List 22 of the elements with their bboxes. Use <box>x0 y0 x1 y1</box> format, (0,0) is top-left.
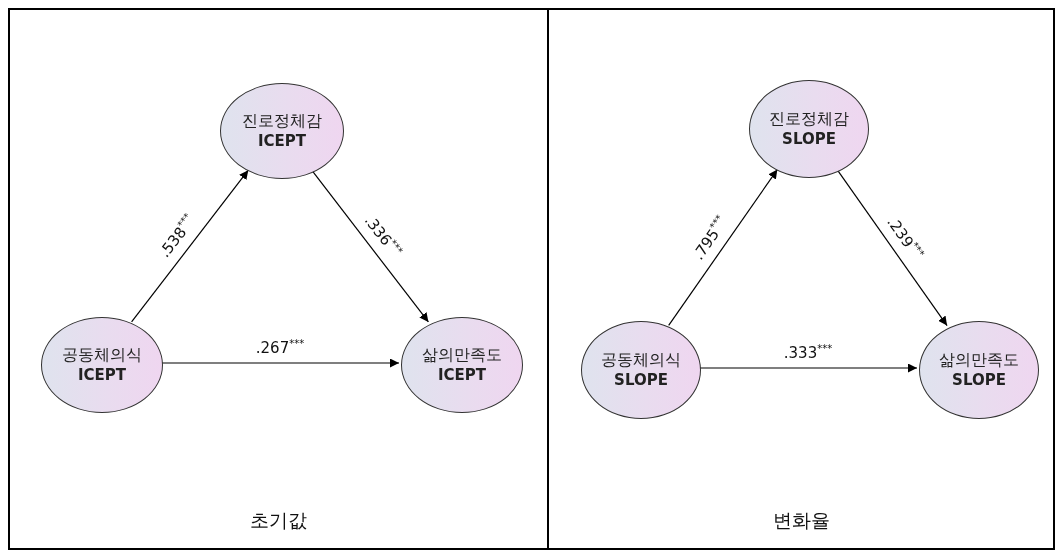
node-subtitle: ICEPT <box>437 365 487 386</box>
panel-caption: 초기값 <box>249 508 308 533</box>
arrow <box>668 169 778 327</box>
panel-caption: 변화율 <box>771 508 831 533</box>
arrow <box>160 358 400 368</box>
panel-frame <box>8 8 549 550</box>
node-title: 진로정체감 <box>769 108 849 130</box>
edge-label: .333$^{***}$ <box>783 342 833 362</box>
edge-label: .267$^{***}$ <box>255 337 305 357</box>
node-title: 삶의만족도 <box>422 344 502 366</box>
arrow <box>131 169 249 323</box>
node-title: 삶의만족도 <box>939 349 1019 371</box>
node-subtitle: ICEPT <box>257 131 307 152</box>
node-title: 공동체의식 <box>601 349 681 371</box>
node-subtitle: SLOPE <box>782 129 836 150</box>
panel-frame <box>547 8 1055 550</box>
node-subtitle: SLOPE <box>614 370 668 391</box>
node-subtitle: ICEPT <box>77 365 127 386</box>
node-title: 진로정체감 <box>242 110 322 132</box>
node-title: 공동체의식 <box>62 344 142 366</box>
node-subtitle: SLOPE <box>952 370 1006 391</box>
arrow <box>698 363 918 373</box>
